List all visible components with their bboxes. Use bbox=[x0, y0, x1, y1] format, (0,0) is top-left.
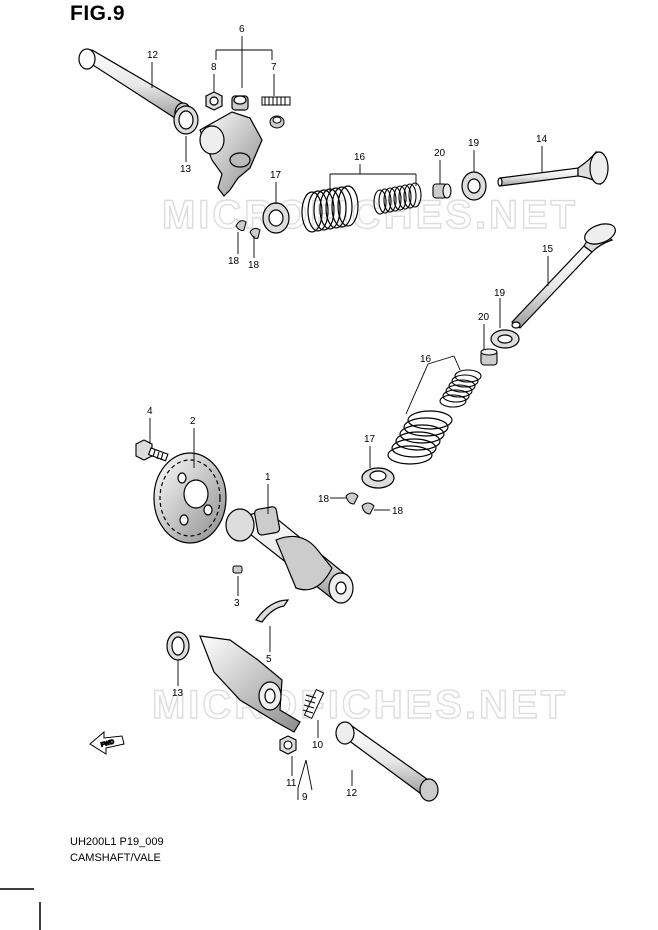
leader-lines bbox=[149, 36, 549, 800]
callout-18-right-b: 18 bbox=[392, 506, 404, 517]
figure-title: FIG.9 bbox=[70, 2, 126, 25]
callout-14: 14 bbox=[536, 134, 548, 145]
spring-seat-right bbox=[361, 467, 395, 489]
figure-code: UH200L1 P19_009 bbox=[70, 836, 164, 848]
washer-lower bbox=[166, 631, 190, 661]
adjust-nut-upper bbox=[205, 91, 223, 111]
callout-6: 6 bbox=[239, 24, 245, 35]
watermark-top: MICROFICHES.NET bbox=[162, 193, 578, 237]
callout-16-right: 16 bbox=[420, 354, 432, 365]
rocker-cap bbox=[269, 115, 285, 129]
rocker-shaft-lower bbox=[335, 721, 439, 802]
callout-10: 10 bbox=[312, 740, 324, 751]
callout-11: 11 bbox=[286, 778, 297, 789]
callout-19-right: 19 bbox=[494, 288, 506, 299]
callout-17-right: 17 bbox=[364, 434, 376, 445]
callout-12-lower: 12 bbox=[346, 788, 358, 799]
washer-upper bbox=[173, 105, 199, 135]
page-margin-marks bbox=[0, 888, 41, 930]
callout-12-upper: 12 bbox=[147, 50, 159, 61]
callout-9: 9 bbox=[302, 792, 308, 803]
rocker-arm-lower bbox=[199, 635, 301, 733]
callout-13-upper: 13 bbox=[180, 164, 192, 175]
valve-exhaust bbox=[497, 150, 609, 187]
watermark-bottom: MICROFICHES.NET bbox=[152, 683, 568, 727]
stem-seal-upper bbox=[432, 183, 452, 199]
spring-seat-lower-upper bbox=[461, 171, 487, 201]
bolt-sprocket bbox=[135, 439, 169, 462]
valve-intake bbox=[511, 223, 616, 329]
camshaft bbox=[225, 506, 354, 604]
callout-2: 2 bbox=[190, 416, 196, 427]
cotters-upper bbox=[235, 220, 261, 239]
adjust-screw-lower bbox=[302, 688, 325, 720]
figure-caption: CAMSHAFT/VALE bbox=[70, 852, 161, 864]
callout-8: 8 bbox=[211, 62, 217, 73]
inner-spring-right bbox=[439, 369, 482, 408]
callout-17-upper: 17 bbox=[270, 170, 282, 181]
callout-7: 7 bbox=[271, 62, 277, 73]
cam-sprocket bbox=[153, 452, 227, 544]
callout-1: 1 bbox=[265, 472, 271, 483]
callout-18-right-a: 18 bbox=[318, 494, 330, 505]
inner-spring-upper bbox=[373, 182, 422, 215]
adjust-screw-upper bbox=[261, 96, 291, 106]
outer-spring-right bbox=[387, 410, 453, 465]
rocker-shaft-upper bbox=[78, 48, 192, 124]
fwd-arrow-label: FWD bbox=[100, 739, 115, 749]
cotters-right bbox=[345, 492, 375, 515]
callout-4: 4 bbox=[147, 406, 153, 417]
spring-seat-upper bbox=[262, 202, 290, 234]
rocker-arm-upper bbox=[199, 95, 263, 197]
callout-20-upper: 20 bbox=[434, 148, 446, 159]
callout-labels: 12 6 8 7 13 17 16 20 19 14 18 18 15 19 2… bbox=[147, 24, 554, 803]
callout-15: 15 bbox=[542, 244, 554, 255]
callout-16-upper: 16 bbox=[354, 152, 366, 163]
stem-seal-right bbox=[480, 348, 498, 366]
callout-18-upper-b: 18 bbox=[248, 260, 260, 271]
dowel-pin bbox=[232, 565, 243, 574]
callout-5: 5 bbox=[266, 654, 272, 665]
callout-19-upper: 19 bbox=[468, 138, 480, 149]
spring-seat-lower-right bbox=[490, 329, 520, 349]
callout-13-lower: 13 bbox=[172, 688, 184, 699]
callout-20-right: 20 bbox=[478, 312, 490, 323]
fwd-arrow: FWD bbox=[89, 730, 125, 755]
adjust-nut-lower bbox=[279, 735, 297, 755]
callout-3: 3 bbox=[234, 598, 240, 609]
callout-18-upper-a: 18 bbox=[228, 256, 240, 267]
cam-stopper bbox=[255, 599, 290, 623]
